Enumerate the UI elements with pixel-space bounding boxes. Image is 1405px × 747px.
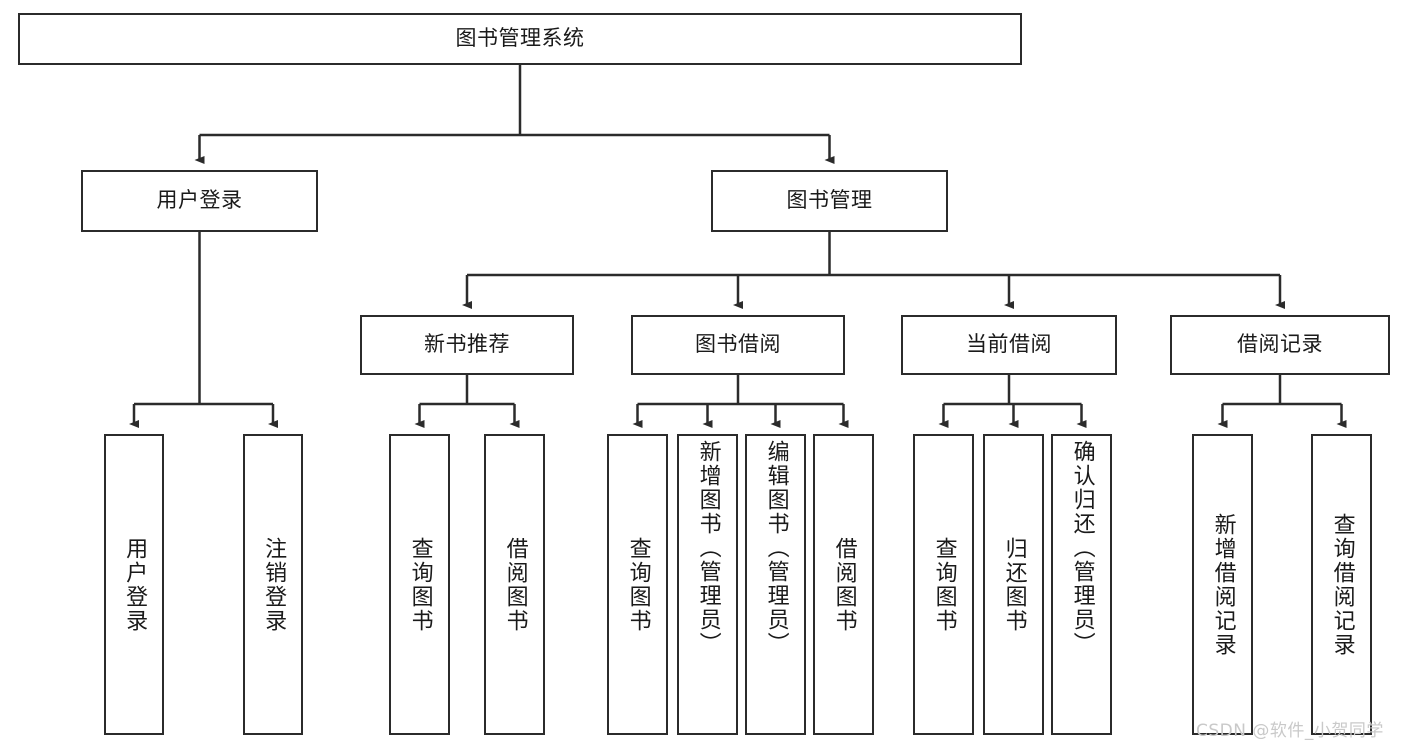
- node-label: 借阅图书: [831, 536, 857, 633]
- node-level3-1[interactable]: 图书借阅: [631, 315, 845, 375]
- node-leaf-9[interactable]: 归还图书: [983, 434, 1044, 735]
- node-label: 查询图书: [625, 536, 651, 633]
- node-leaf-2[interactable]: 查询图书: [389, 434, 450, 735]
- node-level3-2[interactable]: 当前借阅: [901, 315, 1117, 375]
- node-leaf-10[interactable]: 确认归还（管理员）: [1051, 434, 1112, 735]
- node-label: 编辑图书（管理员）: [763, 440, 789, 656]
- node-label: 归还图书: [1001, 536, 1027, 633]
- node-leaf-4[interactable]: 查询图书: [607, 434, 668, 735]
- node-label: 查询图书: [931, 536, 957, 633]
- node-root-图书管理系统[interactable]: 图书管理系统: [18, 13, 1022, 65]
- node-label: 当前借阅: [966, 332, 1052, 357]
- node-leaf-0[interactable]: 用户登录: [104, 434, 164, 735]
- node-level2-1[interactable]: 图书管理: [711, 170, 948, 232]
- node-leaf-6[interactable]: 编辑图书（管理员）: [745, 434, 806, 735]
- node-leaf-3[interactable]: 借阅图书: [484, 434, 545, 735]
- node-label: 借阅图书: [502, 536, 528, 633]
- node-label: 新书推荐: [424, 332, 510, 357]
- node-leaf-11[interactable]: 新增借阅记录: [1192, 434, 1253, 735]
- node-leaf-8[interactable]: 查询图书: [913, 434, 974, 735]
- node-label: 用户登录: [156, 188, 243, 213]
- node-label: 图书借阅: [695, 332, 781, 357]
- node-label: 查询图书: [407, 536, 433, 633]
- node-level2-0[interactable]: 用户登录: [81, 170, 318, 232]
- node-label: 新增图书（管理员）: [695, 440, 721, 656]
- node-label: 查询借阅记录: [1329, 512, 1355, 657]
- node-label: 新增借阅记录: [1210, 512, 1236, 657]
- node-label: 图书管理系统: [455, 26, 585, 51]
- node-level3-0[interactable]: 新书推荐: [360, 315, 574, 375]
- node-label: 借阅记录: [1237, 332, 1323, 357]
- node-leaf-5[interactable]: 新增图书（管理员）: [677, 434, 738, 735]
- node-leaf-12[interactable]: 查询借阅记录: [1311, 434, 1372, 735]
- node-leaf-7[interactable]: 借阅图书: [813, 434, 874, 735]
- node-label: 注销登录: [261, 536, 287, 633]
- node-leaf-1[interactable]: 注销登录: [243, 434, 303, 735]
- node-label: 图书管理: [786, 188, 873, 213]
- node-label: 确认归还（管理员）: [1069, 440, 1095, 656]
- node-label: 用户登录: [122, 536, 148, 633]
- node-level3-3[interactable]: 借阅记录: [1170, 315, 1390, 375]
